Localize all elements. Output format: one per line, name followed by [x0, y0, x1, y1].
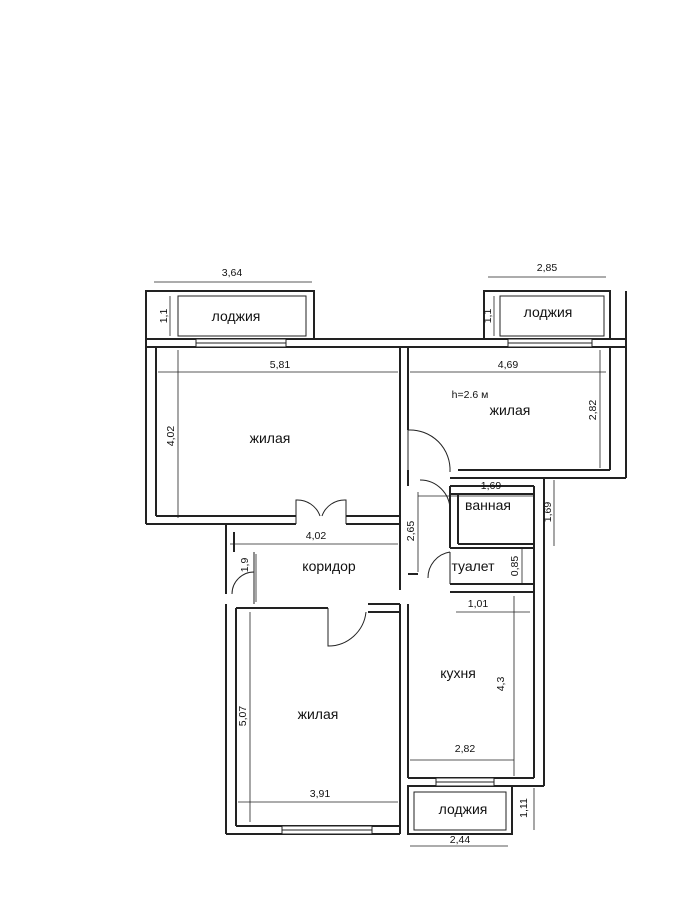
dim-loggia-left-depth: 1,1 — [158, 309, 170, 324]
outer-walls — [145, 291, 627, 835]
dim-loggia-right-width: 2,85 — [537, 262, 558, 274]
dim-kitchen-width: 2,82 — [455, 743, 476, 755]
kitchen-label: кухня — [440, 665, 476, 681]
living-room-2-label: жилая — [490, 402, 531, 418]
dim-living-2-width: 4,69 — [498, 359, 519, 371]
loggia-right-label: лоджия — [524, 304, 573, 320]
windows — [195, 338, 593, 835]
dim-corridor-side: 1,9 — [239, 558, 251, 573]
living-room-3-label: жилая — [298, 706, 339, 722]
toilet-label: туалет — [451, 558, 495, 574]
ceiling-height-label: h=2.6 м — [452, 389, 489, 401]
dim-loggia-bottom-depth: 1,11 — [518, 798, 530, 818]
dim-toilet-depth: 0,85 — [509, 556, 521, 577]
dim-loggia-right-depth: 1,1 — [482, 309, 494, 324]
dim-living-2-depth: 2,82 — [587, 400, 599, 421]
dim-loggia-bottom-width: 2,44 — [450, 834, 471, 846]
dimension-lines — [154, 276, 606, 847]
dim-loggia-left-width: 3,64 — [222, 267, 243, 279]
dim-living-1-width: 5,81 — [270, 359, 291, 371]
dim-toilet-width: 1,01 — [468, 598, 489, 610]
doors — [231, 429, 451, 647]
loggia-left-label: лоджия — [212, 308, 261, 324]
dim-living-3-width: 3,91 — [310, 788, 331, 800]
dim-kitchen-depth: 4,3 — [495, 677, 507, 692]
bathroom-label: ванная — [465, 497, 511, 513]
dim-living-1-bottom: 4,02 — [306, 530, 327, 542]
corridor-label: коридор — [302, 558, 356, 574]
dim-bath-width: 1,69 — [481, 480, 502, 492]
dim-bath-side: 1,69 — [542, 502, 554, 523]
dim-living-3-depth: 5,07 — [237, 706, 249, 727]
loggia-bottom-label: лоджия — [439, 801, 488, 817]
living-room-1-label: жилая — [250, 430, 291, 446]
dim-living-1-depth: 4,02 — [165, 426, 177, 447]
dim-corridor-height: 2,65 — [405, 521, 417, 542]
